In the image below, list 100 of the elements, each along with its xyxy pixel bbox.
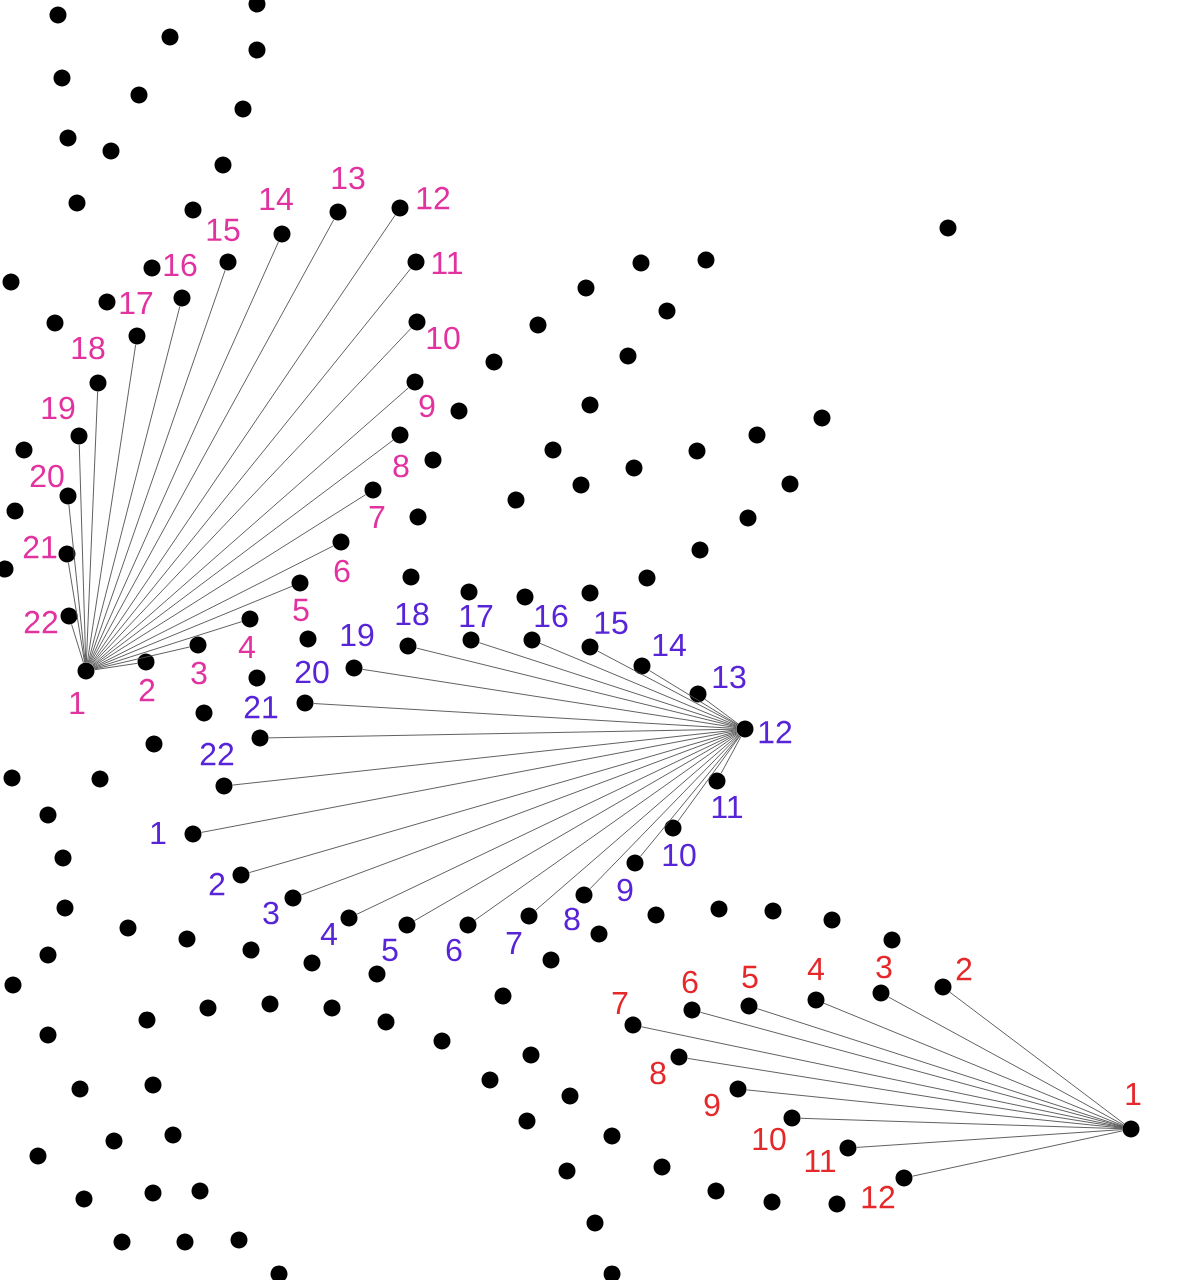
dot <box>195 704 213 722</box>
connecting-line <box>648 670 739 725</box>
dot <box>98 293 116 311</box>
number-label: 12 <box>862 1185 895 1209</box>
number-label: 1 <box>1126 1083 1141 1105</box>
number-label: 17 <box>120 292 153 314</box>
dot <box>296 694 314 712</box>
dot <box>391 199 409 217</box>
dot <box>638 569 656 587</box>
dot <box>189 636 207 654</box>
number-label: 5 <box>742 965 758 989</box>
dot <box>219 253 237 271</box>
dot <box>39 806 57 824</box>
dot <box>39 946 57 964</box>
dot <box>161 28 179 46</box>
dot <box>102 142 120 160</box>
dot <box>303 954 321 972</box>
number-label: 9 <box>419 394 435 418</box>
number-label: 21 <box>244 695 278 719</box>
number-label: 16 <box>535 604 568 628</box>
number-label: 8 <box>393 454 409 478</box>
dot <box>3 769 21 787</box>
dot <box>1122 1120 1140 1138</box>
number-label: 8 <box>564 907 580 931</box>
number-label: 7 <box>506 932 522 954</box>
connecting-line <box>356 732 738 915</box>
dot <box>60 607 78 625</box>
connecting-line <box>704 698 739 725</box>
dot <box>234 100 252 118</box>
connecting-line <box>268 728 737 739</box>
dot <box>408 313 426 331</box>
dot <box>164 1126 182 1144</box>
dot <box>707 1182 725 1200</box>
connecting-line <box>856 1129 1123 1148</box>
dot <box>625 459 643 477</box>
dot <box>542 951 560 969</box>
number-label: 2 <box>139 678 155 702</box>
dot <box>46 314 64 332</box>
connecting-line <box>87 306 181 664</box>
connecting-line <box>92 439 394 667</box>
connecting-line <box>91 327 412 666</box>
dot <box>647 906 665 924</box>
number-label: 14 <box>653 634 686 656</box>
dot <box>433 1032 451 1050</box>
dot <box>299 630 317 648</box>
dot <box>781 475 799 493</box>
dot <box>70 427 88 445</box>
dot <box>872 984 890 1002</box>
number-label: 18 <box>396 602 429 626</box>
number-label: 10 <box>753 1127 786 1151</box>
connecting-line <box>93 585 293 669</box>
dot <box>764 902 782 920</box>
dot <box>883 931 901 949</box>
dot <box>368 965 386 983</box>
connecting-line <box>699 1011 1124 1128</box>
dot <box>934 978 952 996</box>
dot <box>138 1011 156 1029</box>
dot <box>485 353 503 371</box>
dot <box>184 825 202 843</box>
number-label: 2 <box>956 957 972 981</box>
number-label: 10 <box>663 843 696 867</box>
dot <box>575 886 593 904</box>
dot <box>689 685 707 703</box>
connecting-line <box>313 703 737 729</box>
number-label: 20 <box>30 464 64 488</box>
number-label: 22 <box>24 610 58 634</box>
connecting-line <box>71 623 84 664</box>
dot <box>529 316 547 334</box>
dot <box>813 409 831 427</box>
dot <box>407 253 425 271</box>
dot <box>633 657 651 675</box>
connecting-line <box>91 268 411 665</box>
dot <box>736 720 754 738</box>
connecting-line <box>300 731 738 896</box>
number-label: 3 <box>263 901 279 925</box>
dot <box>91 770 109 788</box>
number-label: 3 <box>876 955 892 979</box>
dot <box>823 911 841 929</box>
number-label: 20 <box>295 660 329 684</box>
number-label: 22 <box>200 742 234 766</box>
number-label: 13 <box>332 166 365 190</box>
number-label: 3 <box>191 661 207 685</box>
number-label: 12 <box>417 186 450 210</box>
number-label: 6 <box>446 938 462 962</box>
connecting-line <box>597 650 738 726</box>
dot <box>581 396 599 414</box>
dot <box>15 441 33 459</box>
dot <box>839 1139 857 1157</box>
dot <box>658 302 676 320</box>
number-label: 21 <box>23 535 57 559</box>
dot <box>105 1132 123 1150</box>
number-label: 15 <box>207 218 240 242</box>
dot <box>128 327 146 345</box>
dot <box>2 273 20 291</box>
dot <box>739 509 757 527</box>
dot <box>143 259 161 277</box>
number-label: 13 <box>713 665 746 689</box>
number-label: 4 <box>320 923 337 945</box>
number-label: 9 <box>704 1093 720 1117</box>
dot <box>398 916 416 934</box>
